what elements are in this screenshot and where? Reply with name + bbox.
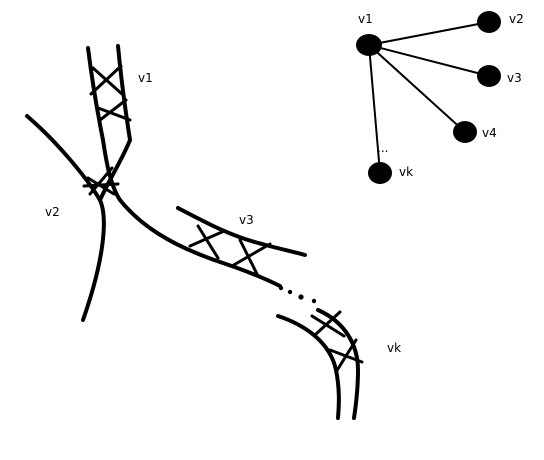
v3-strip-upper-rail xyxy=(176,206,307,257)
v2-crossing xyxy=(82,166,120,196)
v1-strip-left-rail xyxy=(86,46,105,142)
v1-crossing-1 xyxy=(89,64,124,96)
node-v3 xyxy=(477,65,501,87)
node-v1 xyxy=(356,34,382,56)
v1-strip-right-rail xyxy=(116,44,132,142)
vk-strip-inner-rail xyxy=(316,308,360,420)
braid-diagram: v1 v2 v3 vk xyxy=(25,44,401,420)
v3-crossing-1 xyxy=(188,224,224,260)
edge-v1-v2 xyxy=(368,21,490,46)
graph-label-v2: v2 xyxy=(509,12,524,26)
vk-strip-outer-rail xyxy=(276,314,341,420)
graph-label-vk: vk xyxy=(399,165,413,179)
braid-label-v3: v3 xyxy=(239,213,254,227)
edge-v1-v4 xyxy=(368,44,466,133)
node-v2 xyxy=(477,11,501,33)
braid-label-v1: v1 xyxy=(138,71,153,85)
edge-v1-vk xyxy=(368,44,381,174)
v3-crossing-2 xyxy=(230,238,272,278)
graph-label-v4: v4 xyxy=(482,126,497,140)
graph-label-v1: v1 xyxy=(358,12,373,26)
edge-v1-v3 xyxy=(368,44,490,77)
v1-crossing-2 xyxy=(96,98,132,122)
v2-strand-outer xyxy=(25,114,106,322)
braid-label-v2: v2 xyxy=(45,205,60,219)
graph-label-v3: v3 xyxy=(507,71,522,85)
node-v4 xyxy=(453,121,477,143)
continuation-dots xyxy=(278,285,317,304)
braid-label-vk: vk xyxy=(387,341,401,355)
graph-ellipsis: ... xyxy=(377,141,388,155)
v1-to-v3-connector xyxy=(98,138,132,202)
node-vk xyxy=(368,162,392,184)
vk-crossing-2 xyxy=(328,338,364,374)
star-graph: v1 v2 v3 v4 vk ... xyxy=(356,11,524,184)
vk-crossing-1 xyxy=(310,310,346,338)
